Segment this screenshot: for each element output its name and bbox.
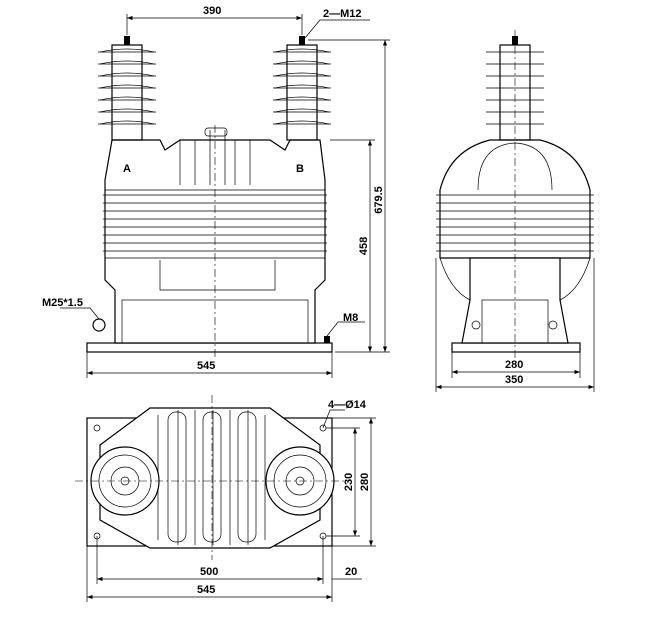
dim-terminal-spacing: 390	[203, 5, 221, 17]
front-base-plate	[86, 342, 333, 353]
terminal-a-label: A	[123, 163, 131, 175]
mounting-holes-label: 4—Ø14	[328, 399, 367, 411]
dim-total-height: 679.5	[373, 186, 385, 214]
side-dome	[439, 139, 591, 259]
top-view: 4—Ø14 230 280 500 20 545	[75, 395, 376, 602]
dim-edge-offset: 20	[345, 566, 357, 578]
side-base-plate	[451, 342, 581, 353]
dim-hole-spacing-x: 500	[200, 566, 218, 578]
dim-side-inner-width: 280	[505, 359, 523, 371]
insulator-a	[98, 36, 156, 141]
side-view: 280 350	[435, 30, 595, 392]
ground-bolt-m25	[92, 318, 106, 332]
ground-thread-label: M25*1.5	[42, 297, 83, 309]
insulator-b	[273, 36, 331, 141]
dim-base-depth: 280	[359, 473, 371, 491]
terminal-thread-label: 2—M12	[323, 8, 362, 20]
ground-bolt-m8	[324, 336, 330, 343]
dim-top-base-width: 545	[197, 584, 215, 596]
terminal-b-label: B	[296, 163, 304, 175]
ground-bolt-label: M8	[343, 312, 358, 324]
dim-body-height: 458	[358, 237, 370, 255]
dim-side-outer-width: 350	[505, 374, 523, 386]
dim-hole-spacing-y: 230	[343, 473, 355, 491]
dim-front-base-width: 545	[197, 360, 215, 372]
front-view: A B 390 2—M12 679.5 458 M25*1.5 M8 545	[42, 5, 390, 378]
